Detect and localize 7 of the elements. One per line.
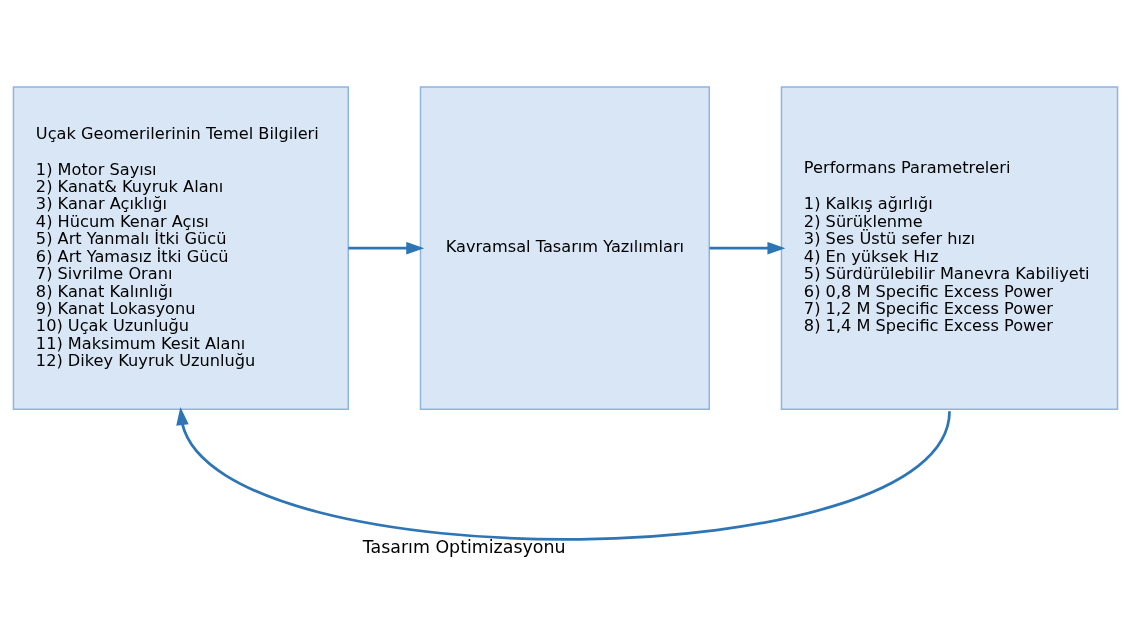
arrow <box>709 241 786 254</box>
arrow <box>348 241 425 254</box>
node-box: Performans Parametreleri 1) Kalkış ağırlığı 2) Sürüklenme 3) Ses Üstü sefer hızı 4) En yüksek Hız 5) Sürdürülebilir Manevra Kabiliyeti 6) 0,8 M Specific Excess Power 7) 1,2 M Specific Excess Power 8) 1,4 M Specific Excess Power <box>780 85 1119 410</box>
arrow <box>176 406 951 541</box>
node-box: Kavramsal Tasarım Yazılımları <box>419 85 710 410</box>
edge-label: Tasarım Optimizasyonu <box>362 536 566 557</box>
node-box: Uçak Geomerilerinin Temel Bilgileri 1) Motor Sayısı 2) Kanat& Kuyruk Alanı 3) Kanar Açıklığı 4) Hücum Kenar Açısı 5) Art Yanmalı İtki Gücü 6) Art Yamasız İtki Gücü 7) Sivrilme Oranı 8) Kanat Kalınlığı 9) Kanat Lokasyonu 10) Uçak Uzunluğu 11) Maksimum Kesit Alanı 12) Dikey Kuyruk Uzunluğu <box>12 85 350 410</box>
